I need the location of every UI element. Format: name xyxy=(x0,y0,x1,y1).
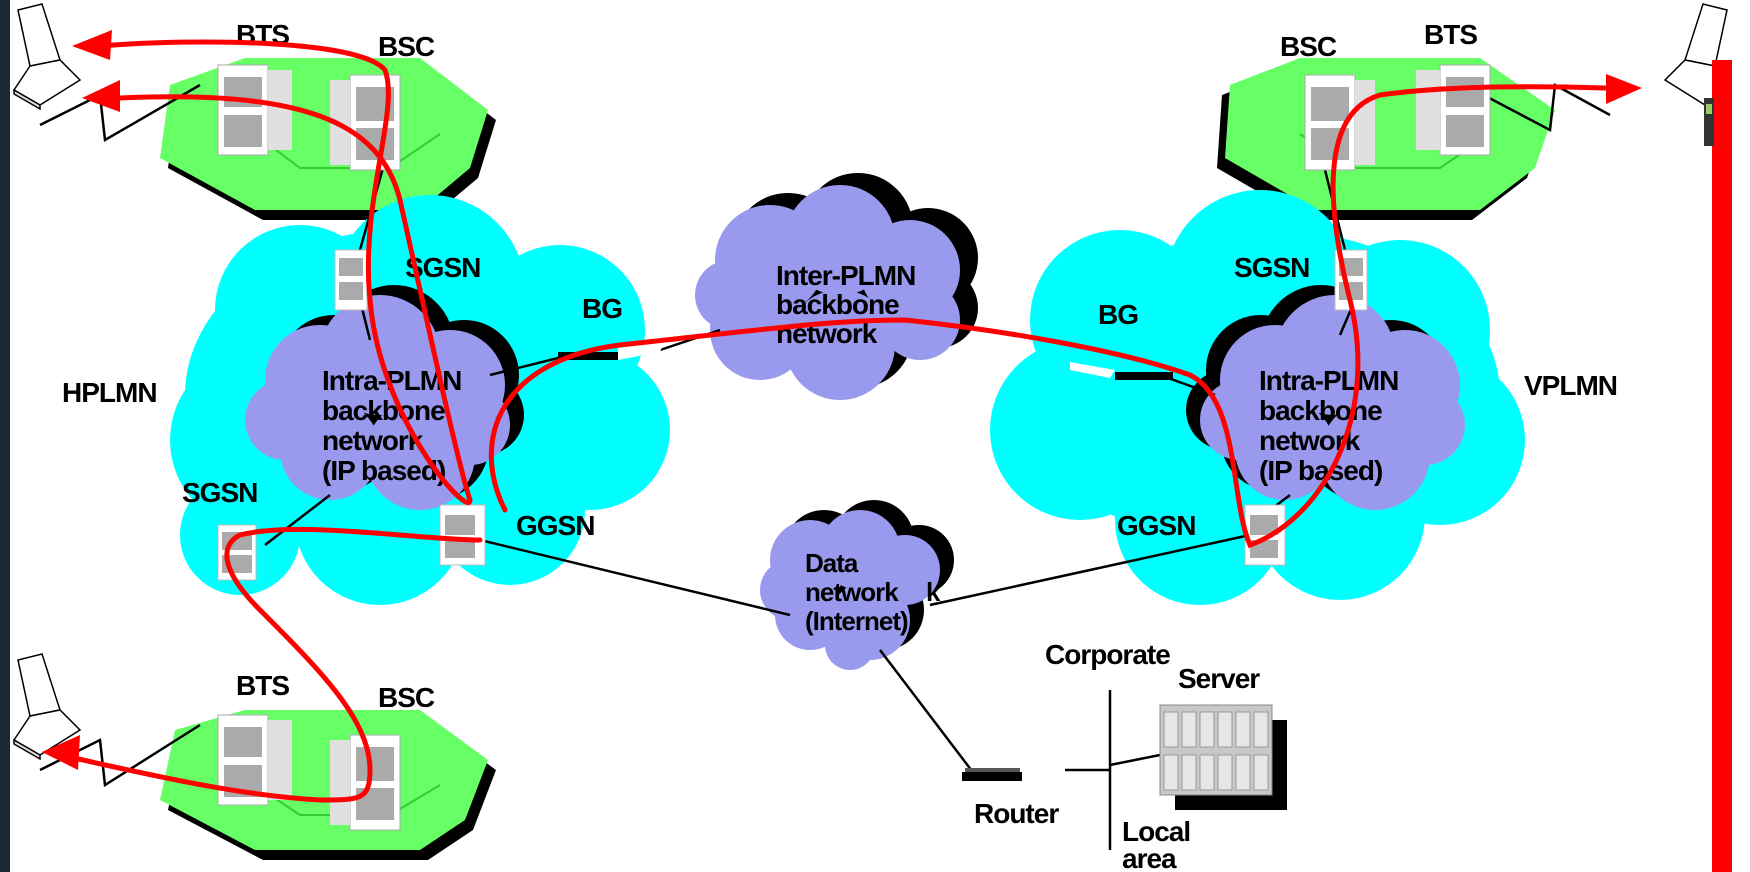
left-frame-strip xyxy=(0,0,10,872)
ggsn-node-icon xyxy=(439,504,486,566)
laptop-icon xyxy=(12,3,82,111)
mobile-phone-icon xyxy=(1704,98,1714,146)
arrowhead xyxy=(1606,74,1642,104)
route-arrowheads xyxy=(42,30,1642,770)
data-network-label-line: network xyxy=(805,577,899,607)
route-curve xyxy=(97,39,473,505)
border-gateway-icon xyxy=(1070,362,1173,380)
backbone-label-line: Intra-PLMN xyxy=(1259,365,1398,396)
route-curve xyxy=(57,526,483,803)
lan-label-line: area xyxy=(1122,843,1177,872)
inter-plmn-backbone-cloud xyxy=(695,173,978,400)
ggsn-node-icon xyxy=(1244,504,1286,566)
bsc-cabinet-icon xyxy=(1304,74,1375,171)
data-network-label-line: (Internet) xyxy=(805,606,908,636)
backbone-label-line: network xyxy=(322,425,424,456)
data-network-label-line: Data xyxy=(805,548,859,578)
bts-label: BTS xyxy=(1424,19,1477,50)
ggsn-label: GGSN xyxy=(516,510,594,541)
inter-plmn-clipped-letter: k xyxy=(960,289,976,320)
inter-plmn-label-line: Inter-PLMN xyxy=(776,260,915,291)
router-label: Router xyxy=(974,798,1059,829)
router-icon xyxy=(962,768,1022,781)
bts-tower-icon xyxy=(217,714,292,806)
backbone-label-line: backbone xyxy=(1259,395,1382,426)
server-label: Server xyxy=(1178,663,1260,694)
inter-plmn-label-line: backbone xyxy=(776,289,899,320)
backbone-label-line: (IP based) xyxy=(322,455,445,486)
bsc-label: BSC xyxy=(378,682,435,713)
hplmn-label: HPLMN xyxy=(62,377,157,408)
backbone-label-line: backbone xyxy=(322,395,445,426)
arrowhead xyxy=(42,735,80,770)
server-rack-icon xyxy=(1159,704,1287,810)
cell-top-left xyxy=(160,58,496,220)
ggsn-label: GGSN xyxy=(1117,510,1195,541)
laptop-icon xyxy=(12,653,82,761)
bsc-cabinet-icon xyxy=(330,734,401,831)
border-gateway-icon xyxy=(558,340,665,360)
route-curve xyxy=(488,84,1608,549)
data-network-clipped-letter: k xyxy=(926,577,941,607)
bts-tower-icon xyxy=(1416,64,1491,156)
bg-label: BG xyxy=(1098,299,1138,330)
hplmn-intra-backbone-cloud xyxy=(245,285,524,510)
vplmn-label: VPLMN xyxy=(1524,370,1617,401)
packet-routes xyxy=(57,39,1608,803)
lan-label-line: Local xyxy=(1122,816,1190,847)
right-red-bar xyxy=(1712,60,1732,872)
arrowhead xyxy=(72,30,112,60)
data-network-cloud xyxy=(760,500,954,670)
sgsn-label: SGSN xyxy=(182,477,257,508)
bts-tower-icon xyxy=(217,64,292,156)
bsc-label: BSC xyxy=(1280,31,1337,62)
labels: BTS BSC BTS BSC BSC BTS HPLMN SGSN SGSN … xyxy=(62,19,1618,872)
sgsn-label: SGSN xyxy=(1234,252,1309,283)
bts-label: BTS xyxy=(236,670,289,701)
arrowhead xyxy=(82,80,120,112)
bg-label: BG xyxy=(582,293,622,324)
bsc-label: BSC xyxy=(378,31,435,62)
corporate-label: Corporate xyxy=(1045,639,1170,670)
sgsn-node-icon xyxy=(334,249,368,311)
backbone-label-line: (IP based) xyxy=(1259,455,1382,486)
